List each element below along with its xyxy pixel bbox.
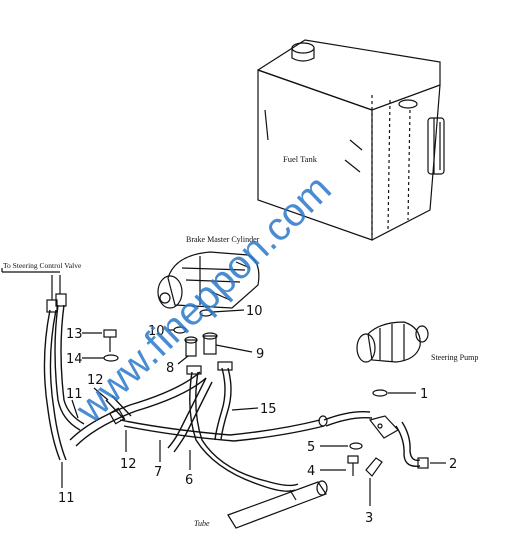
fuel-tank	[257, 39, 445, 241]
tube-bottom	[227, 480, 328, 529]
tube-label: Tube	[194, 519, 210, 528]
callout-10-lower: 10	[148, 324, 165, 339]
fitting-9	[202, 332, 218, 355]
fuel-tank-label: Fuel Tank	[283, 154, 318, 164]
callout-3: 3	[365, 511, 373, 526]
tube-12	[69, 371, 207, 447]
fitting-8	[184, 336, 198, 357]
fitting-3	[365, 457, 383, 477]
callout-12-lower: 12	[120, 457, 137, 472]
callout-10-upper: 10	[246, 304, 263, 319]
callout-8: 8	[166, 361, 174, 376]
callout-14: 14	[66, 352, 83, 367]
brake-master-cylinder-label: Brake Master Cylinder	[186, 235, 260, 244]
callout-9: 9	[256, 347, 264, 362]
brake-master-cylinder	[157, 251, 260, 309]
steering-pump	[356, 321, 429, 363]
steering-pump-label: Steering Pump	[431, 353, 478, 362]
callout-15: 15	[260, 402, 277, 417]
callout-11-upper: 11	[66, 387, 83, 402]
bolt-13	[103, 329, 117, 352]
steering-control-valve-label: To Steering Control Valve	[3, 261, 82, 270]
callout-6: 6	[185, 473, 193, 488]
o-ring-1	[372, 389, 388, 397]
callout-11-lower: 11	[58, 491, 75, 506]
callout-7: 7	[154, 465, 162, 480]
callout-13: 13	[66, 327, 83, 342]
washer-5	[349, 442, 363, 450]
watermark: www.fineppon.com	[67, 167, 340, 433]
callout-5: 5	[307, 440, 315, 455]
hose-6	[186, 365, 299, 492]
hose-11-left	[43, 293, 85, 461]
bolt-4	[347, 455, 359, 476]
pipe-2	[323, 410, 429, 469]
hose-15	[214, 361, 233, 441]
callout-1: 1	[420, 387, 428, 402]
callout-4: 4	[307, 464, 315, 479]
callout-2: 2	[449, 457, 457, 472]
washer-10-upper	[199, 309, 213, 317]
return-tube	[119, 415, 328, 442]
callout-12-upper: 12	[87, 373, 104, 388]
